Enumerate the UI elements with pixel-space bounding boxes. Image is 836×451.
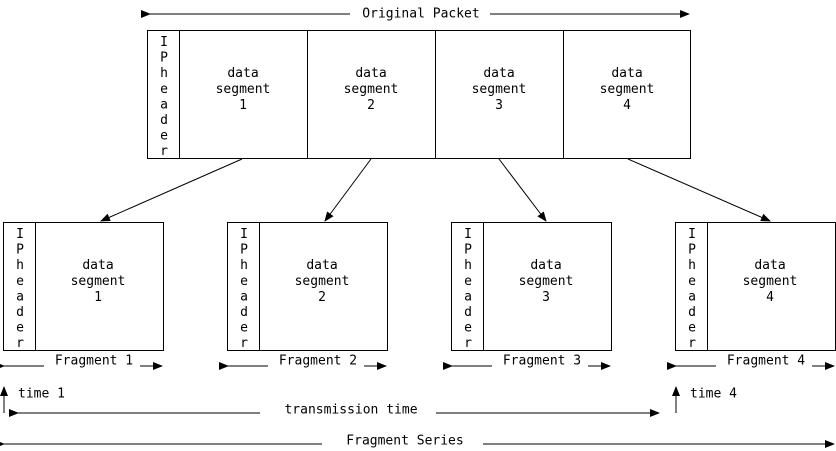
fragment-4-span: Fragment 4	[667, 354, 835, 370]
fragmentation-arrows	[100, 158, 771, 222]
original-packet-outline	[147, 30, 691, 159]
fragment-4-label: Fragment 4	[727, 354, 805, 369]
time-end-marker: time 4	[672, 386, 737, 413]
fragment-3-label: Fragment 3	[503, 354, 581, 369]
fragment-1-label: Fragment 1	[55, 354, 133, 369]
fragment-2-span: Fragment 2	[219, 354, 387, 370]
original-packet-label: Original Packet	[362, 7, 479, 22]
time-start-label: time 1	[18, 387, 65, 402]
fragment-series-span: Fragment Series	[0, 434, 835, 449]
arrow-to-fragment-1	[100, 158, 243, 222]
arrow-to-fragment-2	[324, 158, 372, 222]
arrow-to-fragment-4	[627, 158, 771, 222]
original-packet-span: Original Packet	[141, 7, 690, 22]
transmission-time-label: transmission time	[284, 403, 417, 418]
fragment-1-span: Fragment 1	[0, 354, 163, 370]
time-start-marker: time 1	[0, 386, 65, 413]
fragment-series-label: Fragment Series	[346, 434, 463, 449]
fragment-2-label: Fragment 2	[279, 354, 357, 369]
fragment-3-span: Fragment 3	[443, 354, 611, 370]
arrow-to-fragment-3	[498, 158, 547, 222]
time-end-label: time 4	[690, 387, 737, 402]
transmission-time-span: transmission time	[9, 403, 660, 418]
